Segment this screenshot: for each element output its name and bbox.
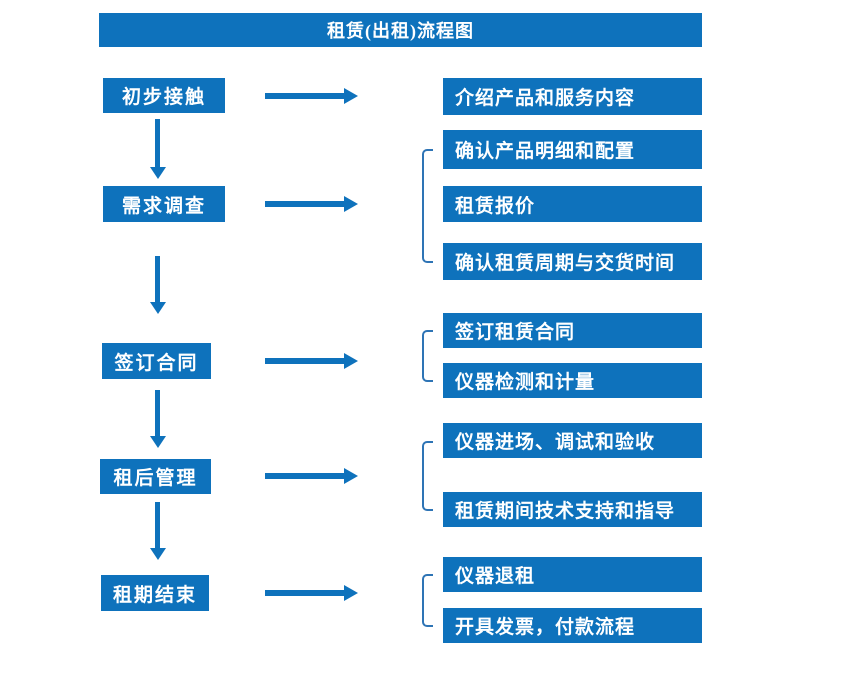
stage-box-demand-survey: 需求调查	[103, 186, 225, 222]
stage-box-post-rental: 租后管理	[100, 459, 211, 494]
diagram-title: 租赁(出租)流程图	[99, 13, 702, 47]
group-bracket	[422, 149, 433, 263]
detail-box: 开具发票，付款流程	[443, 608, 702, 643]
arrow-right-icon	[265, 353, 358, 369]
detail-box: 仪器进场、调试和验收	[443, 423, 702, 458]
detail-box: 签订租赁合同	[443, 313, 702, 348]
arrow-down-icon	[150, 119, 166, 179]
arrow-right-icon	[265, 468, 358, 484]
detail-box: 确认产品明细和配置	[443, 130, 702, 169]
group-bracket	[422, 574, 433, 627]
arrow-down-icon	[150, 390, 166, 448]
detail-box: 确认租赁周期与交货时间	[443, 243, 702, 280]
arrow-right-icon	[265, 196, 358, 212]
arrow-down-icon	[150, 256, 166, 314]
detail-box: 租赁报价	[443, 186, 702, 222]
stage-box-lease-end: 租期结束	[101, 575, 209, 611]
group-bracket	[422, 441, 433, 511]
detail-box: 仪器退租	[443, 557, 702, 592]
detail-box: 介绍产品和服务内容	[443, 78, 702, 115]
stage-box-initial-contact: 初步接触	[103, 78, 225, 113]
group-bracket	[422, 330, 433, 382]
arrow-right-icon	[265, 88, 358, 104]
detail-box: 租赁期间技术支持和指导	[443, 492, 702, 527]
arrow-right-icon	[265, 585, 358, 601]
detail-box: 仪器检测和计量	[443, 363, 702, 398]
arrow-down-icon	[150, 502, 166, 560]
stage-box-sign-contract: 签订合同	[102, 343, 211, 379]
